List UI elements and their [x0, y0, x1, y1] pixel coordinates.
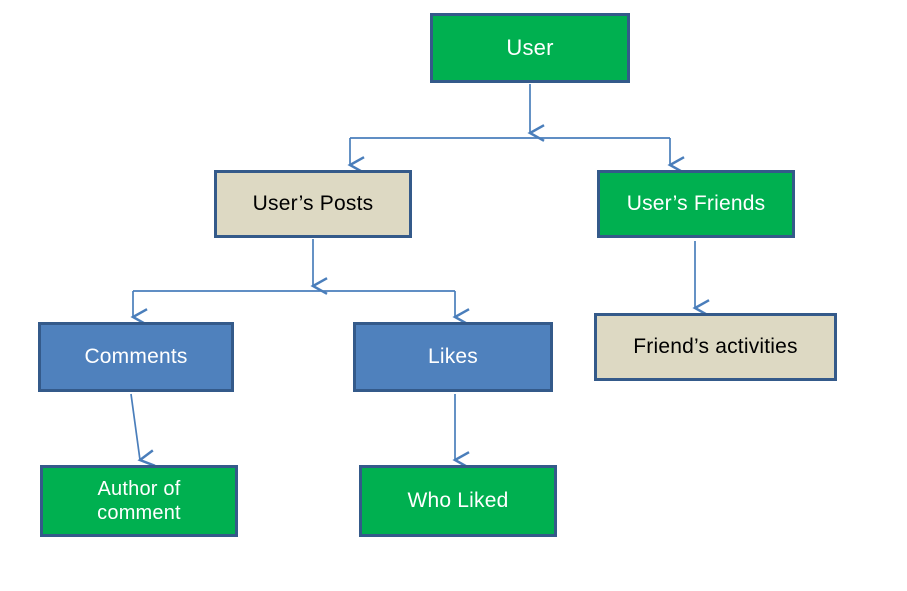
node-author-of-comment-label: Author of comment — [97, 478, 181, 524]
node-comments-label: Comments — [84, 345, 188, 369]
node-user-label: User — [506, 34, 554, 60]
connector-comments-to-author — [130, 393, 156, 467]
node-friends-activities[interactable]: Friend’s activities — [594, 313, 837, 381]
node-users-posts[interactable]: User’s Posts — [214, 170, 412, 238]
node-user[interactable]: User — [430, 13, 630, 83]
node-users-friends[interactable]: User’s Friends — [597, 170, 795, 238]
node-comments[interactable]: Comments — [38, 322, 234, 392]
node-users-posts-label: User’s Posts — [252, 192, 374, 216]
node-who-liked-label: Who Liked — [407, 489, 509, 513]
node-likes-label: Likes — [427, 345, 479, 369]
node-who-liked[interactable]: Who Liked — [359, 465, 557, 537]
node-likes[interactable]: Likes — [353, 322, 553, 392]
node-friends-activities-label: Friend’s activities — [633, 335, 798, 359]
node-users-friends-label: User’s Friends — [626, 192, 766, 216]
node-author-of-comment[interactable]: Author of comment — [40, 465, 238, 537]
